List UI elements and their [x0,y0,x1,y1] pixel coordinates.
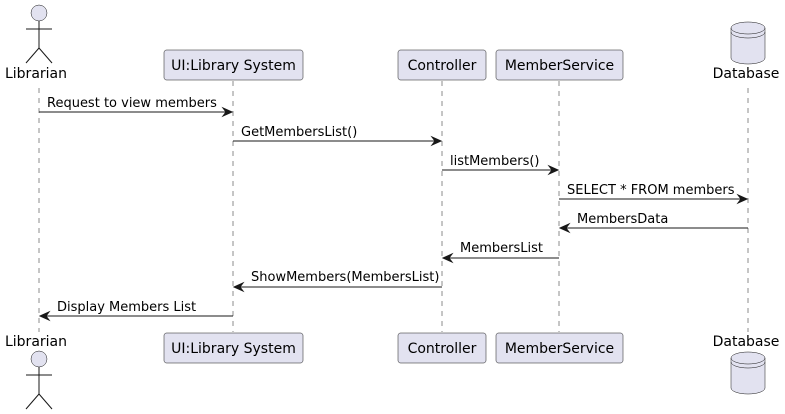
participant-ui-top: UI:Library System [163,49,304,81]
database-icon [730,21,766,65]
message: MembersList [441,241,559,264]
participants-top: Librarian UI:Library System Controller M… [5,4,780,82]
participant-label: Librarian [5,334,67,350]
arrow-left-icon [441,252,454,264]
participant-label: Controller [408,58,477,74]
message: ShowMembers(MembersList) [232,270,442,293]
database-top: Database [713,21,780,82]
message: SELECT * FROM members [559,183,749,205]
database-bottom: Database [713,334,780,395]
actor-icon [25,350,53,410]
participant-label: Librarian [5,66,67,82]
participant-label: Database [713,66,780,82]
participant-memberservice-bottom: MemberService [495,332,624,364]
message-label: MembersList [460,241,543,256]
messages: Request to view members GetMembersList()… [38,96,749,322]
participant-label: Controller [408,341,477,357]
message: MembersData [558,212,748,234]
participant-label: UI:Library System [171,341,296,357]
message-label: Request to view members [47,96,217,111]
database-icon [730,351,766,395]
participant-ui-bottom: UI:Library System [163,332,304,364]
participant-memberservice-top: MemberService [495,49,624,81]
participant-label: MemberService [505,341,614,357]
arrow-left-icon [558,222,571,234]
message-label: MembersData [577,212,668,227]
participant-controller-bottom: Controller [397,332,487,364]
message: GetMembersList() [233,125,443,147]
participant-label: MemberService [505,58,614,74]
message: Display Members List [38,300,233,322]
message-label: listMembers() [450,154,539,169]
message-label: Display Members List [57,300,196,315]
lifelines [38,81,749,332]
message: Request to view members [39,96,234,118]
message: listMembers() [442,154,560,176]
participant-label: UI:Library System [171,58,296,74]
arrow-left-icon [38,310,51,322]
participant-label: Database [713,334,780,350]
participants-bottom: Librarian UI:Library System Controller M… [5,332,780,410]
arrow-right-icon [221,106,234,118]
message-label: GetMembersList() [241,125,357,140]
actor-icon [25,4,53,64]
arrow-right-icon [547,164,560,176]
arrow-right-icon [430,135,443,147]
message-label: SELECT * FROM members [567,183,735,198]
arrow-left-icon [232,281,245,293]
arrow-right-icon [736,193,749,205]
actor-librarian-bottom: Librarian [5,334,67,410]
message-label: ShowMembers(MembersList) [251,270,439,285]
participant-controller-top: Controller [397,49,487,81]
actor-librarian-top: Librarian [5,4,67,82]
